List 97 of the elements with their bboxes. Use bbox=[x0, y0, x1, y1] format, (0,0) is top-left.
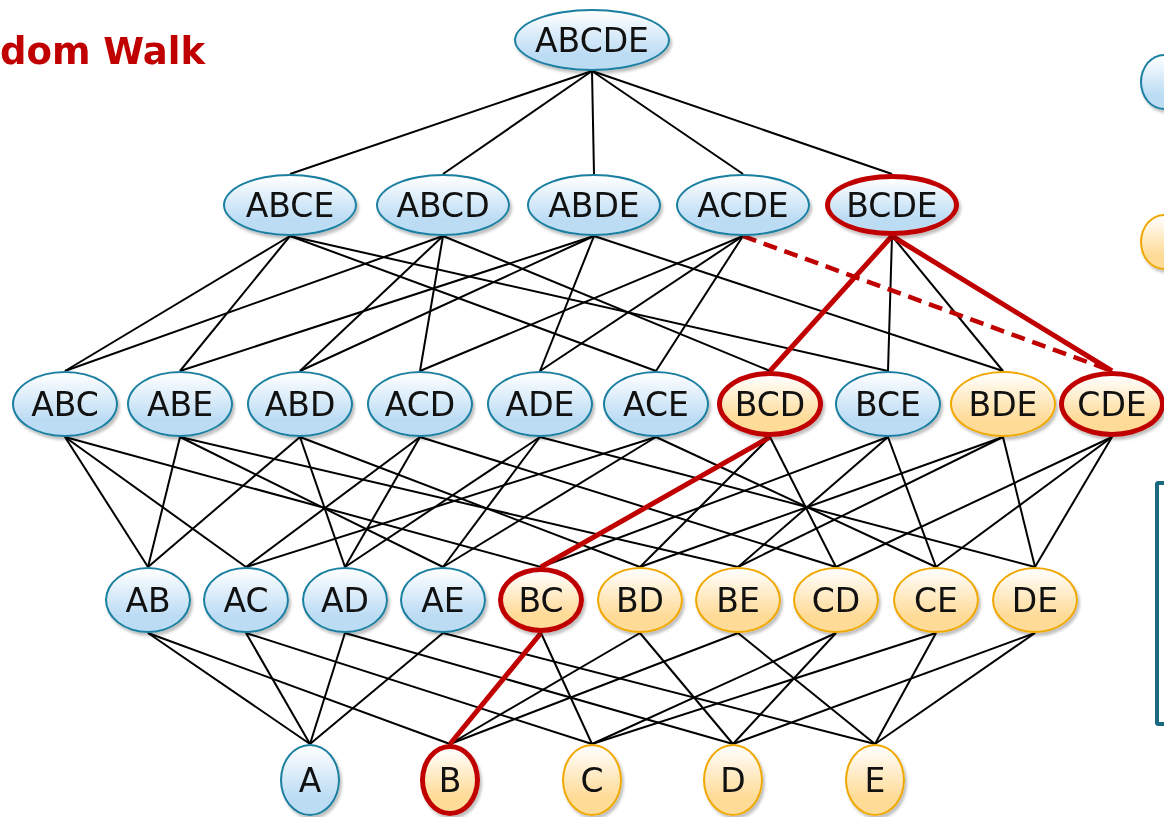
connector-line bbox=[309, 632, 444, 745]
connector-line bbox=[344, 436, 421, 568]
connector-line bbox=[737, 632, 876, 745]
node-label: A bbox=[298, 763, 322, 797]
connector-line bbox=[655, 235, 744, 372]
connector-line bbox=[769, 436, 837, 568]
connector-line bbox=[147, 436, 301, 568]
connector-line bbox=[1002, 436, 1036, 568]
connector-line bbox=[299, 436, 641, 568]
node-label: BDE bbox=[968, 387, 1038, 421]
connector-line bbox=[64, 235, 291, 372]
connector-line bbox=[64, 235, 444, 372]
connector-line bbox=[591, 632, 937, 745]
connector-line bbox=[539, 436, 1036, 568]
connector-line bbox=[737, 436, 889, 568]
node-label: C bbox=[580, 763, 604, 797]
node-label: B bbox=[438, 763, 462, 797]
node-label: BCD bbox=[734, 387, 806, 421]
set-ellipse bbox=[845, 744, 905, 816]
connector-line bbox=[539, 235, 595, 372]
connector-line bbox=[442, 436, 541, 568]
connector-line bbox=[874, 632, 1036, 745]
node-label: ACE bbox=[623, 387, 689, 421]
connector-line bbox=[64, 436, 247, 568]
connector-line bbox=[299, 235, 444, 372]
connector-line bbox=[591, 70, 595, 175]
connector-line bbox=[419, 235, 444, 372]
connector-line bbox=[419, 436, 837, 568]
connector-line bbox=[147, 632, 311, 745]
connector-line bbox=[442, 70, 593, 175]
set-ellipse bbox=[420, 744, 480, 816]
node-label: BCE bbox=[855, 387, 921, 421]
connector-line bbox=[147, 632, 451, 745]
side-panel bbox=[1155, 480, 1164, 726]
connector-line bbox=[179, 436, 739, 568]
node-label: ABD bbox=[264, 387, 336, 421]
connector-line bbox=[1034, 436, 1113, 568]
connector-line bbox=[179, 235, 291, 372]
node-label: ABE bbox=[146, 387, 214, 421]
connector-line bbox=[147, 436, 181, 568]
connector-line bbox=[344, 436, 541, 568]
node-label: AC bbox=[223, 583, 269, 617]
set-ellipse bbox=[695, 567, 781, 633]
connector-line bbox=[289, 235, 657, 372]
connector-line bbox=[309, 632, 346, 745]
connector-line bbox=[245, 436, 421, 568]
connector-line bbox=[655, 436, 937, 568]
connector-line bbox=[732, 632, 837, 745]
connector-line bbox=[64, 436, 542, 568]
connector-line bbox=[835, 436, 1113, 568]
connector-line bbox=[299, 436, 346, 568]
connector-line bbox=[448, 631, 543, 746]
node-label: BC bbox=[518, 583, 564, 617]
node-label: BE bbox=[716, 583, 760, 617]
node-label: ABCDE bbox=[535, 23, 649, 57]
node-label: ACD bbox=[384, 387, 456, 421]
connector-line bbox=[245, 632, 593, 745]
node-label: ADE bbox=[505, 387, 575, 421]
node-label: D bbox=[720, 763, 746, 797]
node-label: AD bbox=[321, 583, 369, 617]
connector-line bbox=[64, 436, 149, 568]
connector-line bbox=[768, 234, 894, 373]
node-label: ABC bbox=[31, 387, 99, 421]
connector-line bbox=[289, 235, 889, 372]
set-ellipse bbox=[703, 744, 763, 816]
node-label: BD bbox=[615, 583, 665, 617]
connector-line bbox=[442, 436, 657, 568]
node-label: AB bbox=[125, 583, 171, 617]
node-label: CE bbox=[914, 583, 958, 617]
connector-line bbox=[737, 436, 1004, 568]
connector-line bbox=[593, 235, 1004, 372]
connector-line bbox=[344, 632, 734, 745]
set-ellipse bbox=[562, 744, 622, 816]
connector-line bbox=[887, 436, 937, 568]
connector-line bbox=[245, 632, 311, 745]
node-label: E bbox=[864, 763, 886, 797]
connector-line bbox=[540, 632, 593, 745]
connector-line bbox=[591, 70, 893, 175]
connector-line bbox=[539, 235, 744, 372]
node-label: BCDE bbox=[846, 188, 938, 222]
node-label: ABCD bbox=[396, 188, 490, 222]
connector-line bbox=[591, 70, 744, 175]
node-label: CD bbox=[811, 583, 861, 617]
node-label: DE bbox=[1011, 583, 1059, 617]
connector-line bbox=[299, 235, 595, 372]
diagram-title: dom Walk bbox=[0, 30, 206, 73]
connector-line bbox=[639, 632, 734, 745]
node-label: ABCE bbox=[245, 188, 335, 222]
connector-line bbox=[935, 436, 1113, 568]
connector-line bbox=[874, 632, 937, 745]
set-ellipse bbox=[280, 744, 340, 816]
node-label: ABDE bbox=[548, 188, 640, 222]
node-label: CDE bbox=[1077, 387, 1147, 421]
node-label: ACDE bbox=[697, 188, 789, 222]
connector-line bbox=[179, 436, 444, 568]
connector-line bbox=[442, 632, 876, 745]
node-label: AE bbox=[421, 583, 465, 617]
